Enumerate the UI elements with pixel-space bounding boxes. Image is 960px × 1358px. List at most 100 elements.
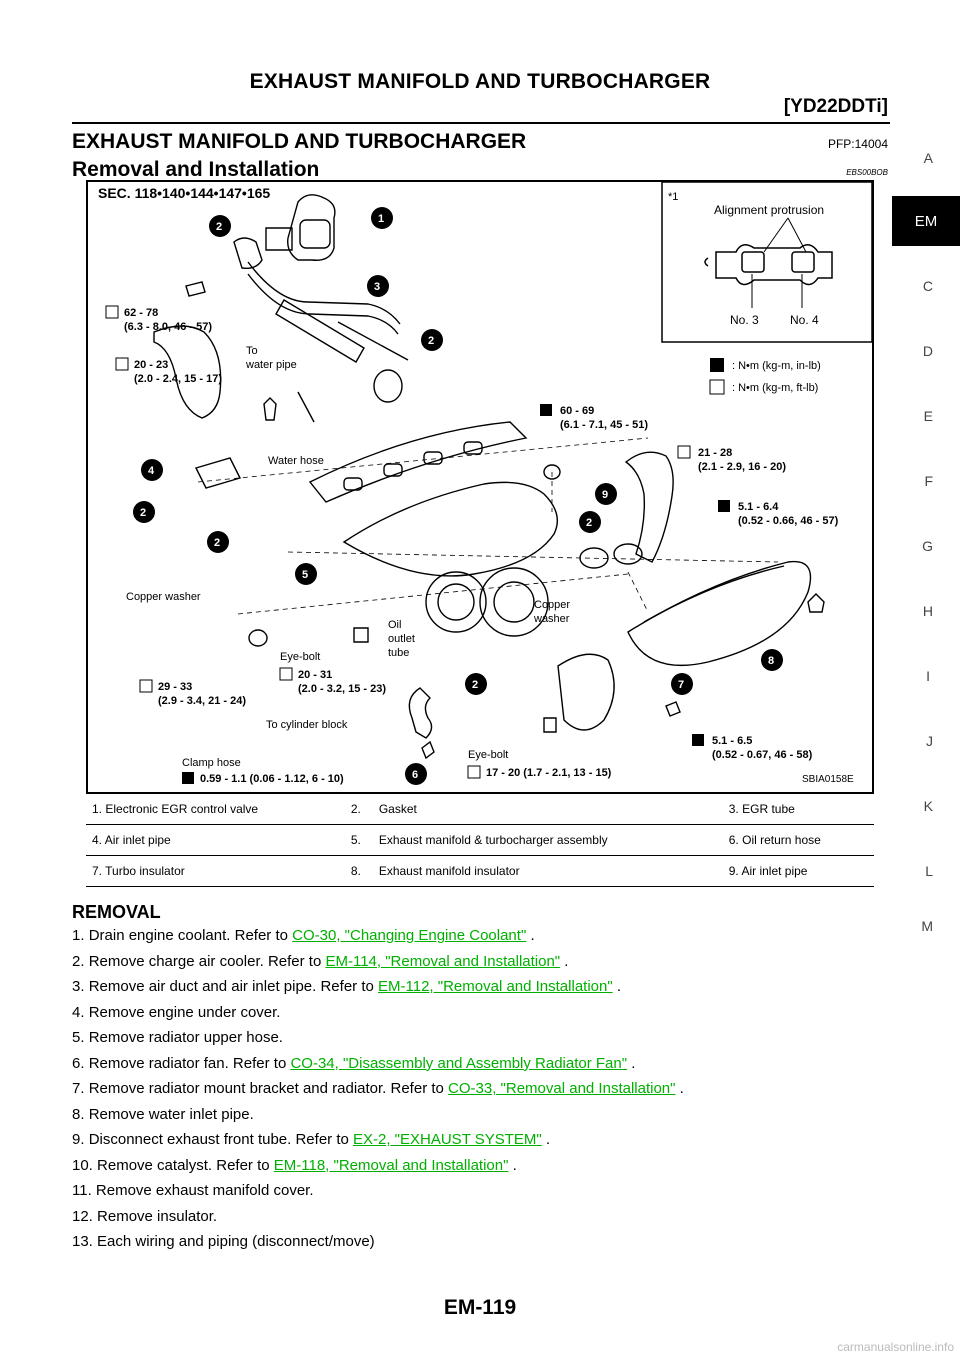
step-reference-link[interactable]: EM-112, "Removal and Installation": [378, 978, 613, 995]
water-hose-label: Water hose: [268, 455, 324, 467]
leader-lines: [197, 437, 779, 615]
side-index-i[interactable]: I: [926, 668, 930, 684]
subsection-title: Removal and Installation: [72, 158, 320, 181]
callout-9: 9: [595, 483, 617, 505]
exploded-diagram: SEC. 118•140•144•147•165 *1 Alignment pr…: [86, 180, 874, 794]
callout-7: 7: [671, 673, 693, 695]
legend-cell: Exhaust manifold insulator: [372, 855, 723, 887]
removal-step: 9. Disconnect exhaust front tube. Refer …: [72, 1130, 872, 1156]
oil-outlet-1: Oil: [388, 619, 401, 631]
side-index-j[interactable]: J: [926, 733, 933, 749]
torque-059: 0.59 - 1.1 (0.06 - 1.12, 6 - 10): [200, 773, 344, 785]
svg-text:1: 1: [378, 213, 384, 225]
step-text: Remove catalyst. Refer to: [97, 1156, 274, 1174]
svg-text:2: 2: [472, 679, 478, 691]
step-number: 10.: [72, 1156, 98, 1174]
step-number: 12.: [72, 1207, 98, 1225]
pfp-code: PFP:14004: [827, 137, 888, 151]
callout-2d: 2: [207, 531, 229, 553]
step-text: Remove exhaust manifold cover.: [95, 1182, 314, 1199]
torque-labels: 62 - 78 (6.3 - 8.0, 46 - 57) 20 - 23 (2.…: [105, 305, 839, 785]
side-index-l[interactable]: L: [925, 863, 933, 879]
torque-ft-icon: [709, 379, 725, 395]
side-index-c[interactable]: C: [922, 278, 933, 294]
side-index-e[interactable]: E: [923, 408, 933, 424]
step-reference-link[interactable]: EM-118, "Removal and Installation": [273, 1156, 509, 1174]
step-text: Remove air duct and air inlet pipe. Refe…: [88, 978, 379, 995]
step-trailing: .: [526, 927, 535, 944]
side-index-k[interactable]: K: [923, 798, 933, 814]
sec-label: SEC. 118•140•144•147•165: [98, 185, 270, 201]
oil-outlet-2: outlet: [388, 633, 415, 645]
torque-20-23-b: (2.0 - 2.4, 15 - 17): [134, 373, 222, 385]
parts-legend-table: 1. Electronic EGR control valve 2. Gaske…: [86, 794, 874, 887]
side-index-d[interactable]: D: [922, 343, 933, 359]
step-trailing: .: [612, 978, 622, 995]
diagram-svg: SEC. 118•140•144•147•165 *1 Alignment pr…: [98, 182, 872, 785]
step-reference-link[interactable]: EM-114, "Removal and Installation": [325, 952, 561, 970]
callout-2e: 2: [579, 511, 601, 533]
legend-cell: Gasket: [372, 794, 723, 825]
callout-6: 6: [405, 763, 427, 785]
torque-60-69: 60 - 69: [560, 405, 594, 417]
step-reference-link[interactable]: CO-34, "Disassembly and Assembly Radiato…: [290, 1054, 628, 1072]
side-index-em-tab[interactable]: EM: [892, 196, 960, 246]
step-number: 2.: [72, 952, 89, 970]
svg-text:7: 7: [678, 679, 684, 691]
step-number: 4.: [72, 1003, 89, 1021]
legend-cell: 6. Oil return hose: [722, 824, 874, 856]
inset-gasket: [704, 244, 833, 286]
callout-4: 4: [141, 459, 163, 481]
to-water-pipe-1: To: [246, 345, 258, 357]
step-reference-link[interactable]: CO-33, "Removal and Installation": [448, 1080, 676, 1097]
removal-step: 2. Remove charge air cooler. Refer to EM…: [72, 952, 872, 978]
side-index-a[interactable]: A: [923, 150, 933, 166]
callout-1: 1: [371, 207, 393, 229]
callout-2f: 2: [465, 673, 487, 695]
step-trailing: .: [675, 1080, 684, 1097]
legend-cell: 1. Electronic EGR control valve: [86, 794, 345, 825]
eye-bolt-2: Eye-bolt: [468, 749, 508, 761]
removal-step: 11. Remove exhaust manifold cover.: [72, 1181, 872, 1207]
step-text: Remove radiator mount bracket and radiat…: [88, 1080, 449, 1097]
section-title: EXHAUST MANIFOLD AND TURBOCHARGER: [72, 130, 527, 153]
side-index-h[interactable]: H: [922, 603, 933, 619]
callout-3: 3: [367, 275, 389, 297]
step-text: Drain engine coolant. Refer to: [88, 927, 293, 944]
callout-8: 8: [761, 649, 783, 671]
to-cylinder-block: To cylinder block: [266, 719, 348, 731]
torque-17-20: 17 - 20 (1.7 - 2.1, 13 - 15): [486, 767, 612, 779]
svg-text:5: 5: [302, 569, 308, 581]
removal-step: 13. Each wiring and piping (disconnect/m…: [72, 1232, 872, 1258]
torque-20-23: 20 - 23: [134, 359, 168, 371]
legend-cell: 3. EGR tube: [722, 794, 874, 825]
side-index-g[interactable]: G: [922, 538, 933, 554]
torque-51-65: 5.1 - 6.5: [712, 735, 752, 747]
torque-51-64: 5.1 - 6.4: [738, 501, 779, 513]
legend-cell: 9. Air inlet pipe: [722, 855, 874, 887]
step-number: 11.: [72, 1182, 96, 1199]
removal-step: 7. Remove radiator mount bracket and rad…: [72, 1079, 872, 1105]
figure-code: SBIA0158E: [802, 774, 854, 785]
svg-text:2: 2: [216, 221, 222, 233]
torque-20-31-b: (2.0 - 3.2, 15 - 23): [298, 683, 386, 695]
legend-num: 5.: [344, 824, 373, 856]
step-text: Remove radiator upper hose.: [88, 1029, 283, 1046]
step-number: 6.: [72, 1054, 89, 1072]
removal-step: 8. Remove water inlet pipe.: [72, 1105, 872, 1131]
step-number: 5.: [72, 1029, 89, 1046]
watermark: carmanualsonline.info: [837, 1340, 954, 1354]
step-text: Remove radiator fan. Refer to: [88, 1054, 291, 1072]
removal-steps: 1. Drain engine coolant. Refer to CO-30,…: [72, 926, 872, 1258]
side-index-f[interactable]: F: [924, 473, 933, 489]
step-text: Each wiring and piping (disconnect/move): [97, 1233, 375, 1250]
side-index-m[interactable]: M: [921, 918, 933, 934]
torque-51-64-b: (0.52 - 0.66, 46 - 57): [738, 515, 839, 527]
torque-60-69-b: (6.1 - 7.1, 45 - 51): [560, 419, 648, 431]
torque-62-78-b: (6.3 - 8.0, 46 - 57): [124, 321, 212, 333]
step-text: Disconnect exhaust front tube. Refer to: [88, 1131, 353, 1148]
step-reference-link[interactable]: CO-30, "Changing Engine Coolant": [292, 927, 527, 944]
step-reference-link[interactable]: EX-2, "EXHAUST SYSTEM": [353, 1131, 542, 1148]
removal-step: 5. Remove radiator upper hose.: [72, 1028, 872, 1054]
legend-num: 2.: [344, 794, 373, 825]
